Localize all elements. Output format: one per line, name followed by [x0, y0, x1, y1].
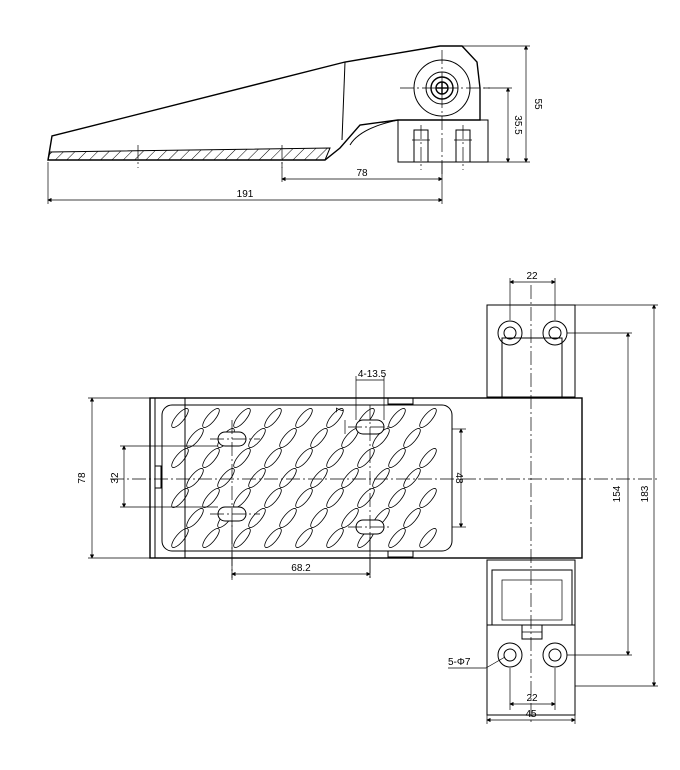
tread-oval — [217, 468, 235, 488]
tread-oval — [310, 508, 328, 528]
hole-bottom-left-outer — [497, 642, 523, 668]
tread-oval — [388, 488, 406, 508]
dim-base-width-label: 45 — [525, 709, 537, 720]
side-view: 78 191 55 35.5 — [47, 45, 543, 204]
tread-oval — [372, 468, 390, 488]
tread-pattern — [171, 408, 437, 548]
tread-oval — [388, 408, 406, 428]
tread-oval — [419, 528, 437, 548]
tread-oval — [341, 468, 359, 488]
dim-hole-spacing-label: 78 — [356, 168, 368, 179]
tread-oval — [248, 428, 266, 448]
tread-oval — [279, 468, 297, 488]
dim-overall-length-label: 191 — [237, 189, 254, 200]
tread-oval — [186, 428, 204, 448]
tread-oval — [403, 428, 421, 448]
hole-callout-label: 5-Φ7 — [448, 657, 471, 668]
tread-oval — [248, 468, 266, 488]
dim-plate-inner-label: 48 — [453, 472, 464, 484]
tread-oval — [202, 528, 220, 548]
tread-oval — [233, 448, 251, 468]
hole-top-left-inner — [503, 326, 517, 340]
tread-oval — [186, 508, 204, 528]
tread-oval — [403, 468, 421, 488]
hole-bottom-left-inner — [503, 648, 517, 662]
tread-oval — [202, 488, 220, 508]
tread-oval — [295, 448, 313, 468]
dim-slot-width-label: 7 — [335, 407, 346, 413]
hole-top-right-outer — [542, 320, 568, 346]
dim-hole-vertical-label: 154 — [612, 485, 623, 502]
hinge-barrel-upper — [501, 337, 563, 399]
callout-leader — [485, 656, 506, 669]
dim-height-label: 55 — [532, 98, 543, 110]
tread-oval — [264, 448, 282, 468]
tread-oval — [310, 428, 328, 448]
tread-oval — [388, 448, 406, 468]
hole-top-right-inner — [548, 326, 562, 340]
tread-oval — [341, 508, 359, 528]
tread-oval — [171, 408, 189, 428]
pedal-clip-left — [154, 465, 162, 489]
tread-oval — [264, 488, 282, 508]
side-hatch-strip — [47, 147, 331, 161]
pedal-plate-tread-area — [161, 404, 453, 552]
tread-oval — [248, 508, 266, 528]
tread-oval — [233, 408, 251, 428]
top-view: 78 32 68.2 4-13.5 7 48 22 22 — [77, 271, 660, 725]
tread-oval — [419, 448, 437, 468]
tread-oval — [279, 508, 297, 528]
tread-oval — [403, 508, 421, 528]
pedal-plate-border — [154, 397, 186, 559]
hole-top-left-outer — [497, 320, 523, 346]
side-inner-curve-2 — [349, 119, 399, 146]
side-base-block — [397, 119, 489, 163]
tread-oval — [295, 488, 313, 508]
dim-slot-horizontal-label: 68.2 — [291, 563, 311, 574]
tread-oval — [186, 468, 204, 488]
dim-slot-vertical-label: 32 — [110, 472, 121, 484]
tread-oval — [295, 528, 313, 548]
tread-oval — [202, 448, 220, 468]
tread-oval — [264, 408, 282, 428]
hole-bottom-right-outer — [542, 642, 568, 668]
tread-oval — [419, 408, 437, 428]
tread-oval — [171, 528, 189, 548]
dim-slot-size-label: 4-13.5 — [358, 369, 387, 380]
tread-oval — [388, 528, 406, 548]
hole-bottom-right-inner — [548, 648, 562, 662]
dim-hole-spacing-bottom-label: 22 — [526, 693, 538, 704]
tread-oval — [357, 448, 375, 468]
hinge-barrel-lower-inner — [501, 579, 563, 621]
tread-oval — [295, 408, 313, 428]
dim-plate-height-label: 78 — [77, 472, 88, 484]
tread-oval — [264, 528, 282, 548]
pedal-plate-outer — [149, 397, 583, 559]
side-body-outline — [47, 45, 481, 161]
tread-oval — [326, 488, 344, 508]
tread-oval — [357, 488, 375, 508]
pedal-clip-top — [387, 397, 414, 405]
tread-oval — [202, 408, 220, 428]
dim-hole-spacing-top-label: 22 — [526, 271, 538, 282]
tread-oval — [326, 408, 344, 428]
tread-oval — [233, 528, 251, 548]
pedal-clip-bottom — [387, 550, 414, 558]
hinge-barrel-lower — [491, 569, 573, 626]
dim-axis-height-label: 35.5 — [512, 115, 523, 135]
tread-oval — [171, 448, 189, 468]
tread-oval — [233, 488, 251, 508]
tread-oval — [419, 488, 437, 508]
side-inner-curve — [341, 61, 346, 141]
tread-oval — [279, 428, 297, 448]
tread-oval — [171, 488, 189, 508]
dim-total-vertical-label: 183 — [640, 485, 651, 502]
tread-oval — [326, 448, 344, 468]
tread-oval — [372, 428, 390, 448]
tread-oval — [326, 528, 344, 548]
tread-oval — [310, 468, 328, 488]
